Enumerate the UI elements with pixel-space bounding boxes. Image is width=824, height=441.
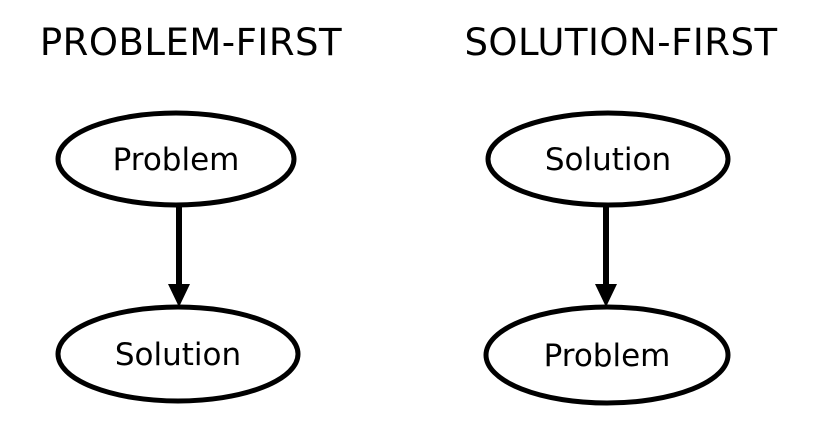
arrow-head: [168, 284, 190, 307]
node-label-problem-first-bottom: Solution: [115, 337, 241, 373]
panel-title-solution-first: SOLUTION-FIRST: [464, 21, 777, 64]
node-solution-first-top[interactable]: Solution: [485, 110, 731, 208]
node-problem-first-bottom[interactable]: Solution: [55, 304, 301, 404]
node-solution-first-bottom[interactable]: Problem: [483, 304, 731, 406]
panel-solution-first: SOLUTION-FIRST Solution Problem: [464, 21, 777, 406]
arrow-down-icon-solution-first: [595, 204, 617, 307]
arrow-head: [595, 284, 617, 307]
node-label-problem-first-top: Problem: [113, 142, 240, 178]
arrow-down-icon-problem-first: [168, 204, 190, 307]
panel-title-problem-first: PROBLEM-FIRST: [40, 21, 342, 64]
node-ellipse-shape[interactable]: [55, 304, 301, 404]
node-problem-first-top[interactable]: Problem: [55, 110, 297, 208]
panel-problem-first: PROBLEM-FIRST Problem Solution: [40, 21, 342, 404]
node-ellipse-shape[interactable]: [483, 304, 731, 406]
node-label-solution-first-top: Solution: [545, 142, 671, 178]
node-label-solution-first-bottom: Problem: [544, 338, 671, 374]
